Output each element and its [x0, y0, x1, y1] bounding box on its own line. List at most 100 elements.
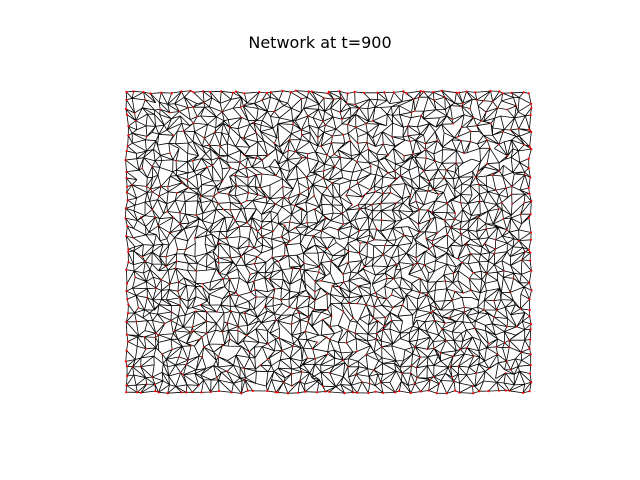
network-node	[125, 384, 128, 387]
network-node	[339, 111, 342, 113]
network-node	[146, 296, 149, 299]
network-node	[190, 345, 192, 347]
network-node	[527, 186, 530, 190]
network-node	[520, 351, 522, 354]
network-node	[463, 311, 466, 313]
network-node	[185, 363, 188, 366]
network-node	[137, 307, 140, 309]
network-nodes	[124, 89, 533, 395]
network-node	[460, 233, 462, 235]
network-node	[486, 139, 488, 141]
network-node	[217, 191, 219, 194]
network-node	[367, 148, 370, 150]
network-node	[125, 282, 129, 285]
network-node	[361, 381, 363, 383]
network-node	[420, 114, 423, 117]
network-node	[441, 328, 444, 330]
network-node	[174, 330, 176, 332]
network-node	[510, 193, 513, 196]
network-node	[355, 373, 357, 376]
network-node	[459, 348, 462, 351]
network-node	[125, 268, 128, 271]
network-node	[342, 273, 344, 276]
network-node	[527, 157, 530, 160]
network-node	[274, 203, 277, 205]
network-node	[495, 309, 498, 311]
network-node	[365, 122, 367, 125]
network-node	[462, 102, 464, 105]
network-node	[218, 156, 220, 159]
network-node	[131, 366, 134, 368]
network-node	[412, 98, 415, 100]
network-node	[314, 299, 316, 302]
network-node	[416, 376, 418, 379]
network-node	[240, 255, 242, 258]
network-node	[369, 189, 372, 191]
network-node	[206, 166, 209, 168]
network-node	[454, 290, 456, 293]
network-node	[309, 296, 311, 298]
network-node	[384, 316, 387, 319]
network-node	[431, 211, 433, 214]
network-node	[496, 107, 499, 109]
network-node	[462, 292, 465, 294]
network-node	[283, 254, 286, 257]
network-node	[327, 90, 331, 93]
network-node	[395, 202, 398, 204]
network-node	[381, 346, 383, 348]
network-node	[320, 230, 323, 232]
network-node	[160, 185, 162, 188]
network-node	[454, 212, 457, 214]
network-node	[248, 351, 250, 353]
network-node	[277, 260, 280, 263]
network-node	[347, 261, 350, 264]
network-node	[528, 315, 531, 318]
network-node	[530, 107, 533, 110]
network-node	[125, 176, 128, 180]
network-node	[365, 303, 367, 306]
network-node	[258, 91, 261, 94]
network-node	[160, 91, 163, 94]
network-node	[285, 244, 288, 246]
network-node	[424, 148, 427, 151]
network-node	[524, 251, 526, 253]
network-node	[383, 325, 386, 327]
network-node	[165, 265, 167, 267]
network-node	[294, 204, 296, 207]
network-node	[175, 260, 178, 263]
network-node	[491, 100, 494, 103]
network-node	[303, 262, 305, 265]
network-node	[530, 289, 533, 292]
network-node	[465, 90, 468, 93]
network-node	[418, 231, 421, 233]
network-node	[509, 369, 512, 371]
network-node	[217, 389, 221, 393]
network-node	[209, 90, 212, 93]
network-node	[501, 92, 504, 95]
network-node	[503, 341, 506, 344]
network-node	[427, 190, 429, 192]
network-node	[440, 89, 443, 92]
network-node	[480, 120, 483, 122]
network-node	[290, 373, 293, 375]
network-node	[384, 244, 386, 247]
network-node	[527, 248, 530, 251]
network-node	[178, 110, 181, 113]
network-node	[243, 92, 246, 95]
network-node	[528, 390, 531, 393]
network-node	[460, 126, 463, 129]
network-node	[461, 261, 463, 264]
network-node	[417, 223, 420, 225]
network-node	[530, 102, 533, 105]
network-node	[469, 253, 472, 255]
network-node	[466, 346, 468, 349]
network-node	[215, 377, 218, 379]
network-node	[125, 113, 129, 116]
network-node	[427, 389, 430, 392]
network-node	[139, 365, 142, 368]
network-node	[176, 248, 179, 251]
network-node	[371, 120, 374, 122]
network-node	[299, 193, 301, 195]
network-node	[274, 288, 276, 290]
network-node	[387, 172, 389, 174]
